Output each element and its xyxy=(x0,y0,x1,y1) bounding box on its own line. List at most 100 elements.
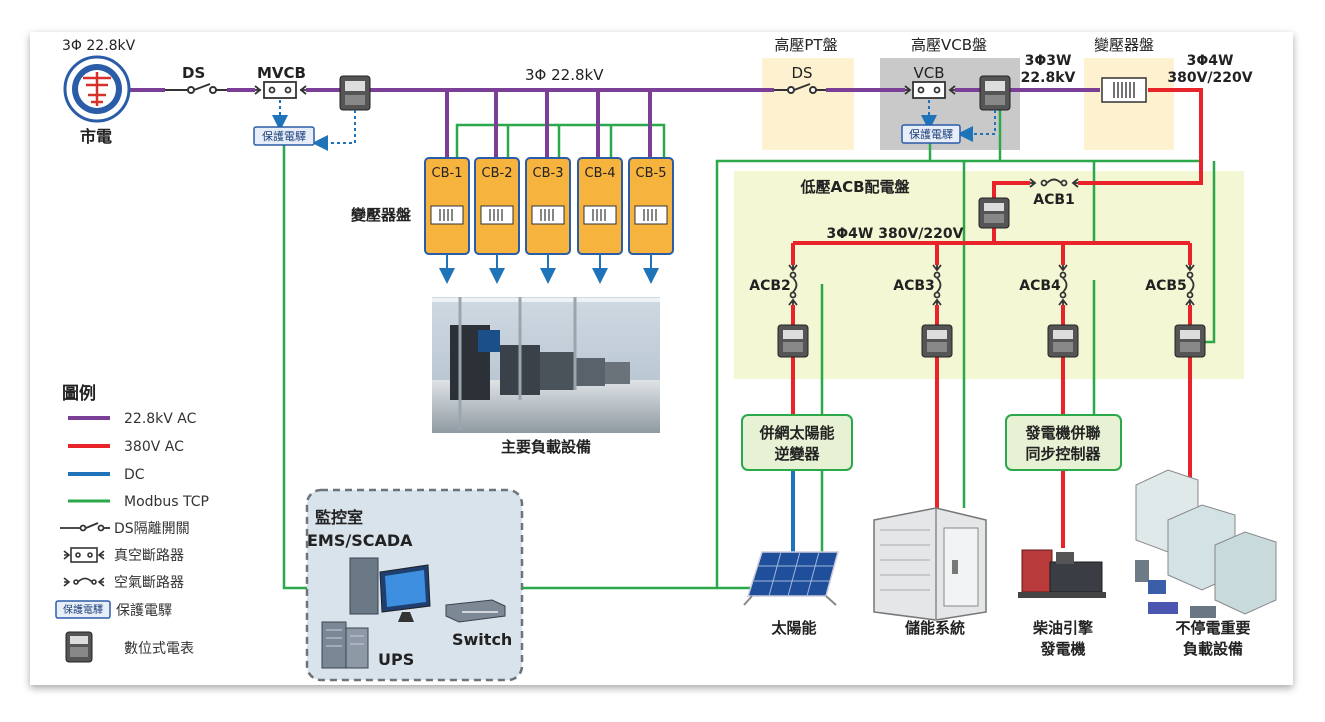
acb2-meter-icon xyxy=(777,324,809,358)
critical-label-line1: 不停電重要 xyxy=(1175,619,1250,637)
lv-spec-line1: 3Φ4W xyxy=(1187,53,1234,69)
hv-lines xyxy=(130,88,1100,158)
cb-3: CB-3 xyxy=(525,157,571,284)
ups-label: UPS xyxy=(378,650,414,669)
vcb-breaker-icon xyxy=(904,81,956,99)
main-ds-switch-icon xyxy=(165,83,227,94)
acb4-meter-icon xyxy=(1047,324,1079,358)
main-transformer-icon xyxy=(1101,77,1147,103)
acb5-breaker-icon xyxy=(1185,264,1195,306)
acb1-breaker-icon xyxy=(1029,178,1079,188)
cb-5-label: CB-5 xyxy=(636,166,667,181)
legend-label-modbus: Modbus TCP xyxy=(124,494,209,510)
lv-lines xyxy=(791,88,1203,550)
vcb-panel-title: 高壓VCB盤 xyxy=(911,36,987,54)
cb-4: CB-4 xyxy=(577,157,623,284)
gen-controller-line2: 同步控制器 xyxy=(1025,445,1101,463)
pt-ds-switch-icon xyxy=(774,83,826,94)
inverter-line1: 併網太陽能 xyxy=(758,424,834,442)
legend-relay-badge xyxy=(55,600,111,619)
transformer-group-label: 變壓器盤 xyxy=(350,206,412,224)
acb4-label: ACB4 xyxy=(1019,278,1061,294)
acb5-meter-icon xyxy=(1174,324,1206,358)
mvcb-label: MVCB xyxy=(257,64,306,82)
gen-controller-line1: 發電機併聯 xyxy=(1024,424,1100,442)
legend-label-hv: 22.8kV AC xyxy=(124,411,197,427)
main-relay xyxy=(253,126,315,146)
storage-cabinet-icon xyxy=(873,507,987,621)
switch-label: Switch xyxy=(452,630,512,649)
control-room-title: 監控室 xyxy=(315,508,363,527)
modbus-lines xyxy=(282,110,1216,590)
legend-label-vcb: 真空斷路器 xyxy=(114,548,184,564)
solar-panel-icon xyxy=(743,551,839,606)
diesel-label-line1: 柴油引擎 xyxy=(1032,619,1093,637)
critical-label-line2: 負載設備 xyxy=(1183,640,1243,658)
utility-name: 市電 xyxy=(80,127,112,146)
acb3-label: ACB3 xyxy=(893,278,935,294)
pt-panel-title: 高壓PT盤 xyxy=(774,36,837,54)
acb2-label: ACB2 xyxy=(749,278,791,294)
main-load-photo xyxy=(432,297,660,433)
legend-label-meter: 數位式電表 xyxy=(124,641,194,657)
legend-label-ds: DS隔離開關 xyxy=(114,520,190,537)
switch-icon xyxy=(445,599,506,623)
legend-vcb-icon xyxy=(63,547,105,563)
cb-group: CB-1 CB-2 CB-3 CB-4 CB-5 xyxy=(424,157,674,284)
solar-label: 太陽能 xyxy=(771,619,816,637)
gen-controller-box xyxy=(1005,414,1122,471)
cb-2: CB-2 xyxy=(474,157,520,284)
vcb-relay xyxy=(901,124,961,144)
control-room-system: EMS/SCADA xyxy=(307,531,413,550)
legend-meter-icon xyxy=(65,631,93,663)
ups-icon xyxy=(321,621,369,669)
acb2-breaker-icon xyxy=(788,264,798,306)
vcb-meter-icon xyxy=(979,75,1011,111)
acb5-label: ACB5 xyxy=(1145,278,1187,294)
acb-panel-title: 低壓ACB配電盤 xyxy=(799,178,910,196)
cb-4-label: CB-4 xyxy=(585,166,616,181)
legend: 22.8kV AC 380V AC DC Modbus TCP DS隔離開關 真… xyxy=(55,411,209,663)
vcb-label: VCB xyxy=(913,64,944,82)
lv-spec-line2: 380V/220V xyxy=(1167,70,1252,86)
inverter-line2: 逆變器 xyxy=(774,445,820,463)
utility-logo-icon xyxy=(63,55,131,123)
hv-spec-line2: 22.8kV xyxy=(1021,70,1076,86)
hv-spec-line1: 3Φ3W xyxy=(1025,53,1072,69)
cb-1-label: CB-1 xyxy=(432,166,463,181)
acb3-breaker-icon xyxy=(932,264,942,306)
vcb-relay-label: 保護電驛 xyxy=(909,127,953,141)
critical-load-icon xyxy=(1135,469,1277,618)
cb-2-label: CB-2 xyxy=(482,166,513,181)
legend-label-relay: 保護電驛 xyxy=(116,603,172,619)
cb-1: CB-1 xyxy=(424,157,470,284)
mvcb-breaker-icon xyxy=(254,81,307,99)
legend-relay-badge-text: 保護電驛 xyxy=(63,603,103,616)
legend-label-acb: 空氣斷路器 xyxy=(114,575,184,591)
main-transformer-title: 變壓器盤 xyxy=(1094,36,1154,54)
acb-bus-label: 3Φ4W 380V/220V xyxy=(827,226,964,242)
pt-panel-bg xyxy=(762,58,854,150)
acb4-feeder: ACB4 xyxy=(1019,264,1079,358)
pt-ds-label: DS xyxy=(791,64,812,82)
legend-ds-icon xyxy=(60,522,110,532)
vcb-meter-signal xyxy=(957,110,996,142)
legend-label-dc: DC xyxy=(124,467,145,483)
acb3-meter-icon xyxy=(921,324,953,358)
storage-label: 儲能系統 xyxy=(905,619,965,637)
acb2-feeder: ACB2 xyxy=(749,264,809,358)
utility-phase-label: 3Φ 22.8kV xyxy=(62,38,136,54)
main-load-label: 主要負載設備 xyxy=(501,438,591,456)
main-relay-label: 保護電驛 xyxy=(262,129,306,143)
acb3-feeder: ACB3 xyxy=(893,264,953,358)
computer-icon xyxy=(349,557,431,622)
legend-label-lv: 380V AC xyxy=(124,439,184,455)
acb4-breaker-icon xyxy=(1058,264,1068,306)
diesel-generator-icon xyxy=(1018,549,1106,598)
meter-relay-signal xyxy=(312,110,356,151)
main-meter-icon xyxy=(339,75,371,111)
cb-3-label: CB-3 xyxy=(533,166,564,181)
solar-inverter-box xyxy=(741,414,853,471)
